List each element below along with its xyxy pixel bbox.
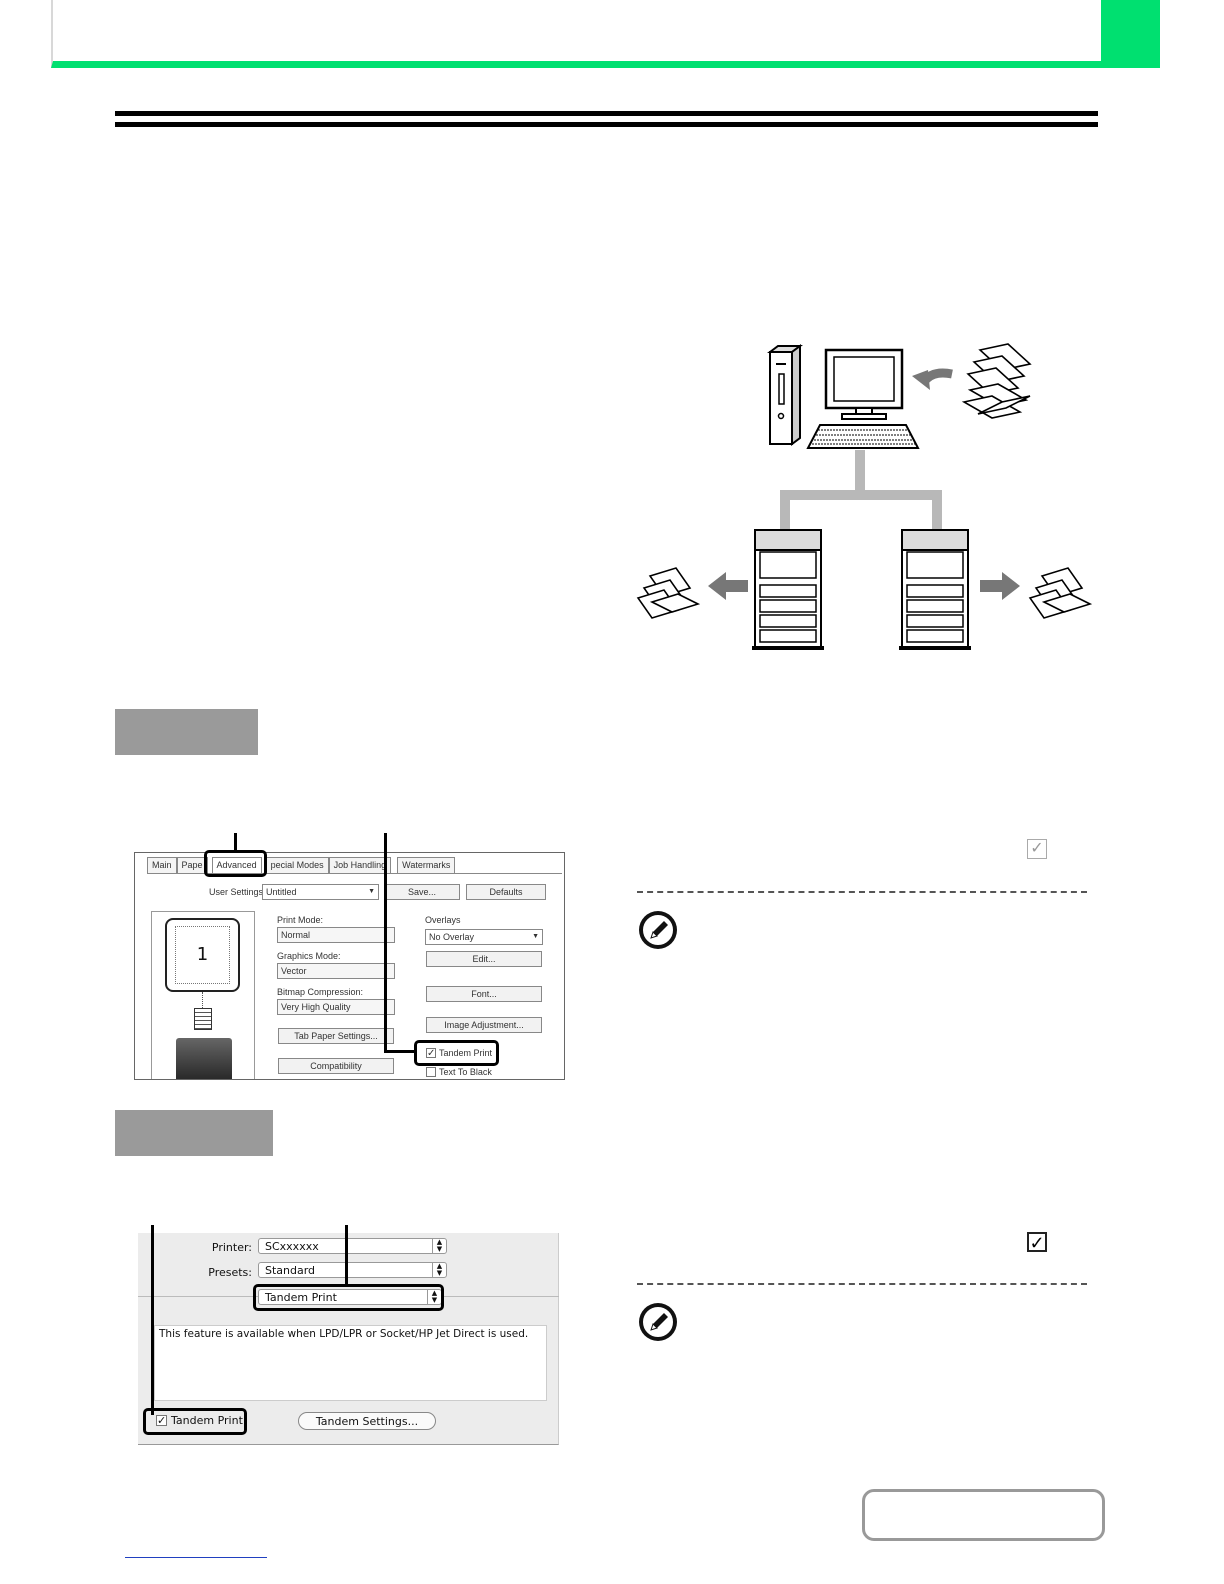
step-2-label xyxy=(115,1110,273,1156)
preview-page-number: 1 xyxy=(175,926,230,984)
overlays-select[interactable]: No Overlay ▼ xyxy=(425,929,543,945)
tab-watermarks[interactable]: Watermarks xyxy=(397,857,456,873)
stepper-icon: ▲▼ xyxy=(427,1290,441,1304)
page-preview: 1 xyxy=(165,918,240,992)
documents-left-icon xyxy=(636,567,701,619)
tandem-print-label: Tandem Print xyxy=(171,1414,243,1427)
header-tab xyxy=(1101,0,1160,68)
preview-connector xyxy=(202,992,203,1008)
bitmap-compression-select[interactable]: Very High Quality xyxy=(277,999,395,1015)
presets-label: Presets: xyxy=(208,1266,252,1279)
page-nav-button[interactable] xyxy=(862,1489,1105,1541)
bitmap-compression-label: Bitmap Compression: xyxy=(277,987,364,997)
note-pencil-icon xyxy=(639,911,677,949)
tab-job-handling[interactable]: Job Handling xyxy=(328,857,392,873)
text-to-black-checkbox[interactable] xyxy=(426,1067,436,1077)
note-pencil-icon xyxy=(639,1303,677,1341)
computer-tower-icon xyxy=(767,344,803,446)
panel-value: Tandem Print xyxy=(265,1291,337,1304)
tab-paper[interactable]: Pape xyxy=(176,857,208,873)
tab-paper-settings-button[interactable]: Tab Paper Settings... xyxy=(278,1028,394,1044)
contents-link[interactable] xyxy=(125,1557,267,1558)
callout-line-2-horizontal xyxy=(384,1050,415,1053)
callout-line-2 xyxy=(384,833,387,1053)
callout-line-4 xyxy=(345,1225,348,1287)
arrow-left-icon xyxy=(708,572,748,600)
printer-right-icon xyxy=(899,529,971,650)
step-1-label xyxy=(115,709,258,755)
overlays-label: Overlays xyxy=(425,915,461,925)
defaults-button[interactable]: Defaults xyxy=(466,884,546,900)
tandem-print-highlight xyxy=(414,1040,499,1066)
checkbox-checked-icon: ✓ xyxy=(1027,1232,1047,1252)
tab-special-modes[interactable]: pecial Modes xyxy=(265,857,329,873)
printer-preview-icon xyxy=(176,1038,232,1079)
panel-select-highlight xyxy=(253,1284,444,1311)
graphics-mode-label: Graphics Mode: xyxy=(277,951,341,961)
print-mode-select[interactable]: Normal xyxy=(277,927,395,943)
tandem-settings-button[interactable]: Tandem Settings... xyxy=(298,1412,436,1430)
info-text: This feature is available when LPD/LPR o… xyxy=(159,1328,529,1340)
printer-value: SCxxxxxx xyxy=(265,1240,319,1253)
documents-right-icon xyxy=(1028,567,1093,619)
graphics-mode-select[interactable]: Vector xyxy=(277,963,395,979)
print-mode-label: Print Mode: xyxy=(277,915,324,925)
windows-driver-dialog: Main Pape Advanced pecial Modes Job Hand… xyxy=(134,852,565,1080)
tandem-print-label: Tandem Print xyxy=(439,1048,493,1058)
presets-value: Standard xyxy=(265,1264,316,1277)
presets-select[interactable]: Standard ▲▼ xyxy=(258,1262,447,1278)
print-mode-value: Normal xyxy=(281,930,311,940)
text-to-black-label: Text To Black xyxy=(439,1067,492,1077)
note-separator xyxy=(637,891,1087,893)
mac-print-dialog: Printer: SCxxxxxx ▲▼ Presets: Standard ▲… xyxy=(138,1233,559,1445)
printer-select[interactable]: SCxxxxxx ▲▼ xyxy=(258,1238,447,1254)
title-rule-top xyxy=(115,111,1098,116)
stepper-icon: ▲▼ xyxy=(432,1263,446,1277)
tab-main[interactable]: Main xyxy=(147,857,177,873)
note-separator xyxy=(637,1283,1087,1285)
arrow-right-icon xyxy=(980,572,1020,600)
user-settings-select[interactable]: Untitled ▼ xyxy=(262,884,379,900)
keyboard-icon xyxy=(806,424,920,449)
callout-line-3 xyxy=(151,1225,154,1415)
image-adjustment-button[interactable]: Image Adjustment... xyxy=(426,1017,542,1033)
graphics-mode-value: Vector xyxy=(281,966,307,976)
tandem-print-checkbox[interactable]: ✓ xyxy=(426,1048,436,1059)
stepper-icon: ▲▼ xyxy=(432,1239,446,1253)
documents-stack-icon xyxy=(961,343,1032,419)
tab-divider xyxy=(147,873,562,874)
advanced-tab-highlight xyxy=(204,850,267,877)
info-panel: This feature is available when LPD/LPR o… xyxy=(154,1325,547,1401)
user-settings-label: User Settings: xyxy=(209,887,266,897)
tab-advanced[interactable]: Advanced xyxy=(211,857,262,873)
network-line xyxy=(780,450,942,535)
save-button[interactable]: Save... xyxy=(384,884,460,900)
font-button[interactable]: Font... xyxy=(426,986,542,1002)
edit-button[interactable]: Edit... xyxy=(426,951,542,967)
bitmap-compression-value: Very High Quality xyxy=(281,1002,351,1012)
header-bar xyxy=(51,0,1160,68)
preview-panel: 1 xyxy=(151,911,255,1079)
dropdown-arrow-icon: ▼ xyxy=(532,933,539,940)
overlays-value: No Overlay xyxy=(429,932,475,942)
printer-label: Printer: xyxy=(211,1241,252,1254)
document-icon xyxy=(194,1008,212,1030)
user-settings-value: Untitled xyxy=(266,887,297,897)
title-rule-bottom xyxy=(115,122,1098,127)
callout-line-1 xyxy=(234,833,237,851)
tab-bar: Main Pape Advanced pecial Modes Job Hand… xyxy=(147,857,456,873)
dropdown-arrow-icon: ▼ xyxy=(368,888,375,895)
printer-left-icon xyxy=(752,529,824,650)
tandem-print-checkbox[interactable]: ✓ xyxy=(156,1414,167,1427)
tandem-checkbox-highlight xyxy=(143,1408,247,1435)
compatibility-button[interactable]: Compatibility xyxy=(278,1058,394,1074)
tandem-print-illustration xyxy=(636,343,1093,650)
monitor-icon xyxy=(824,348,904,420)
panel-select[interactable]: Tandem Print ▲▼ xyxy=(258,1289,442,1305)
checkbox-checked-icon: ✓ xyxy=(1027,839,1047,859)
